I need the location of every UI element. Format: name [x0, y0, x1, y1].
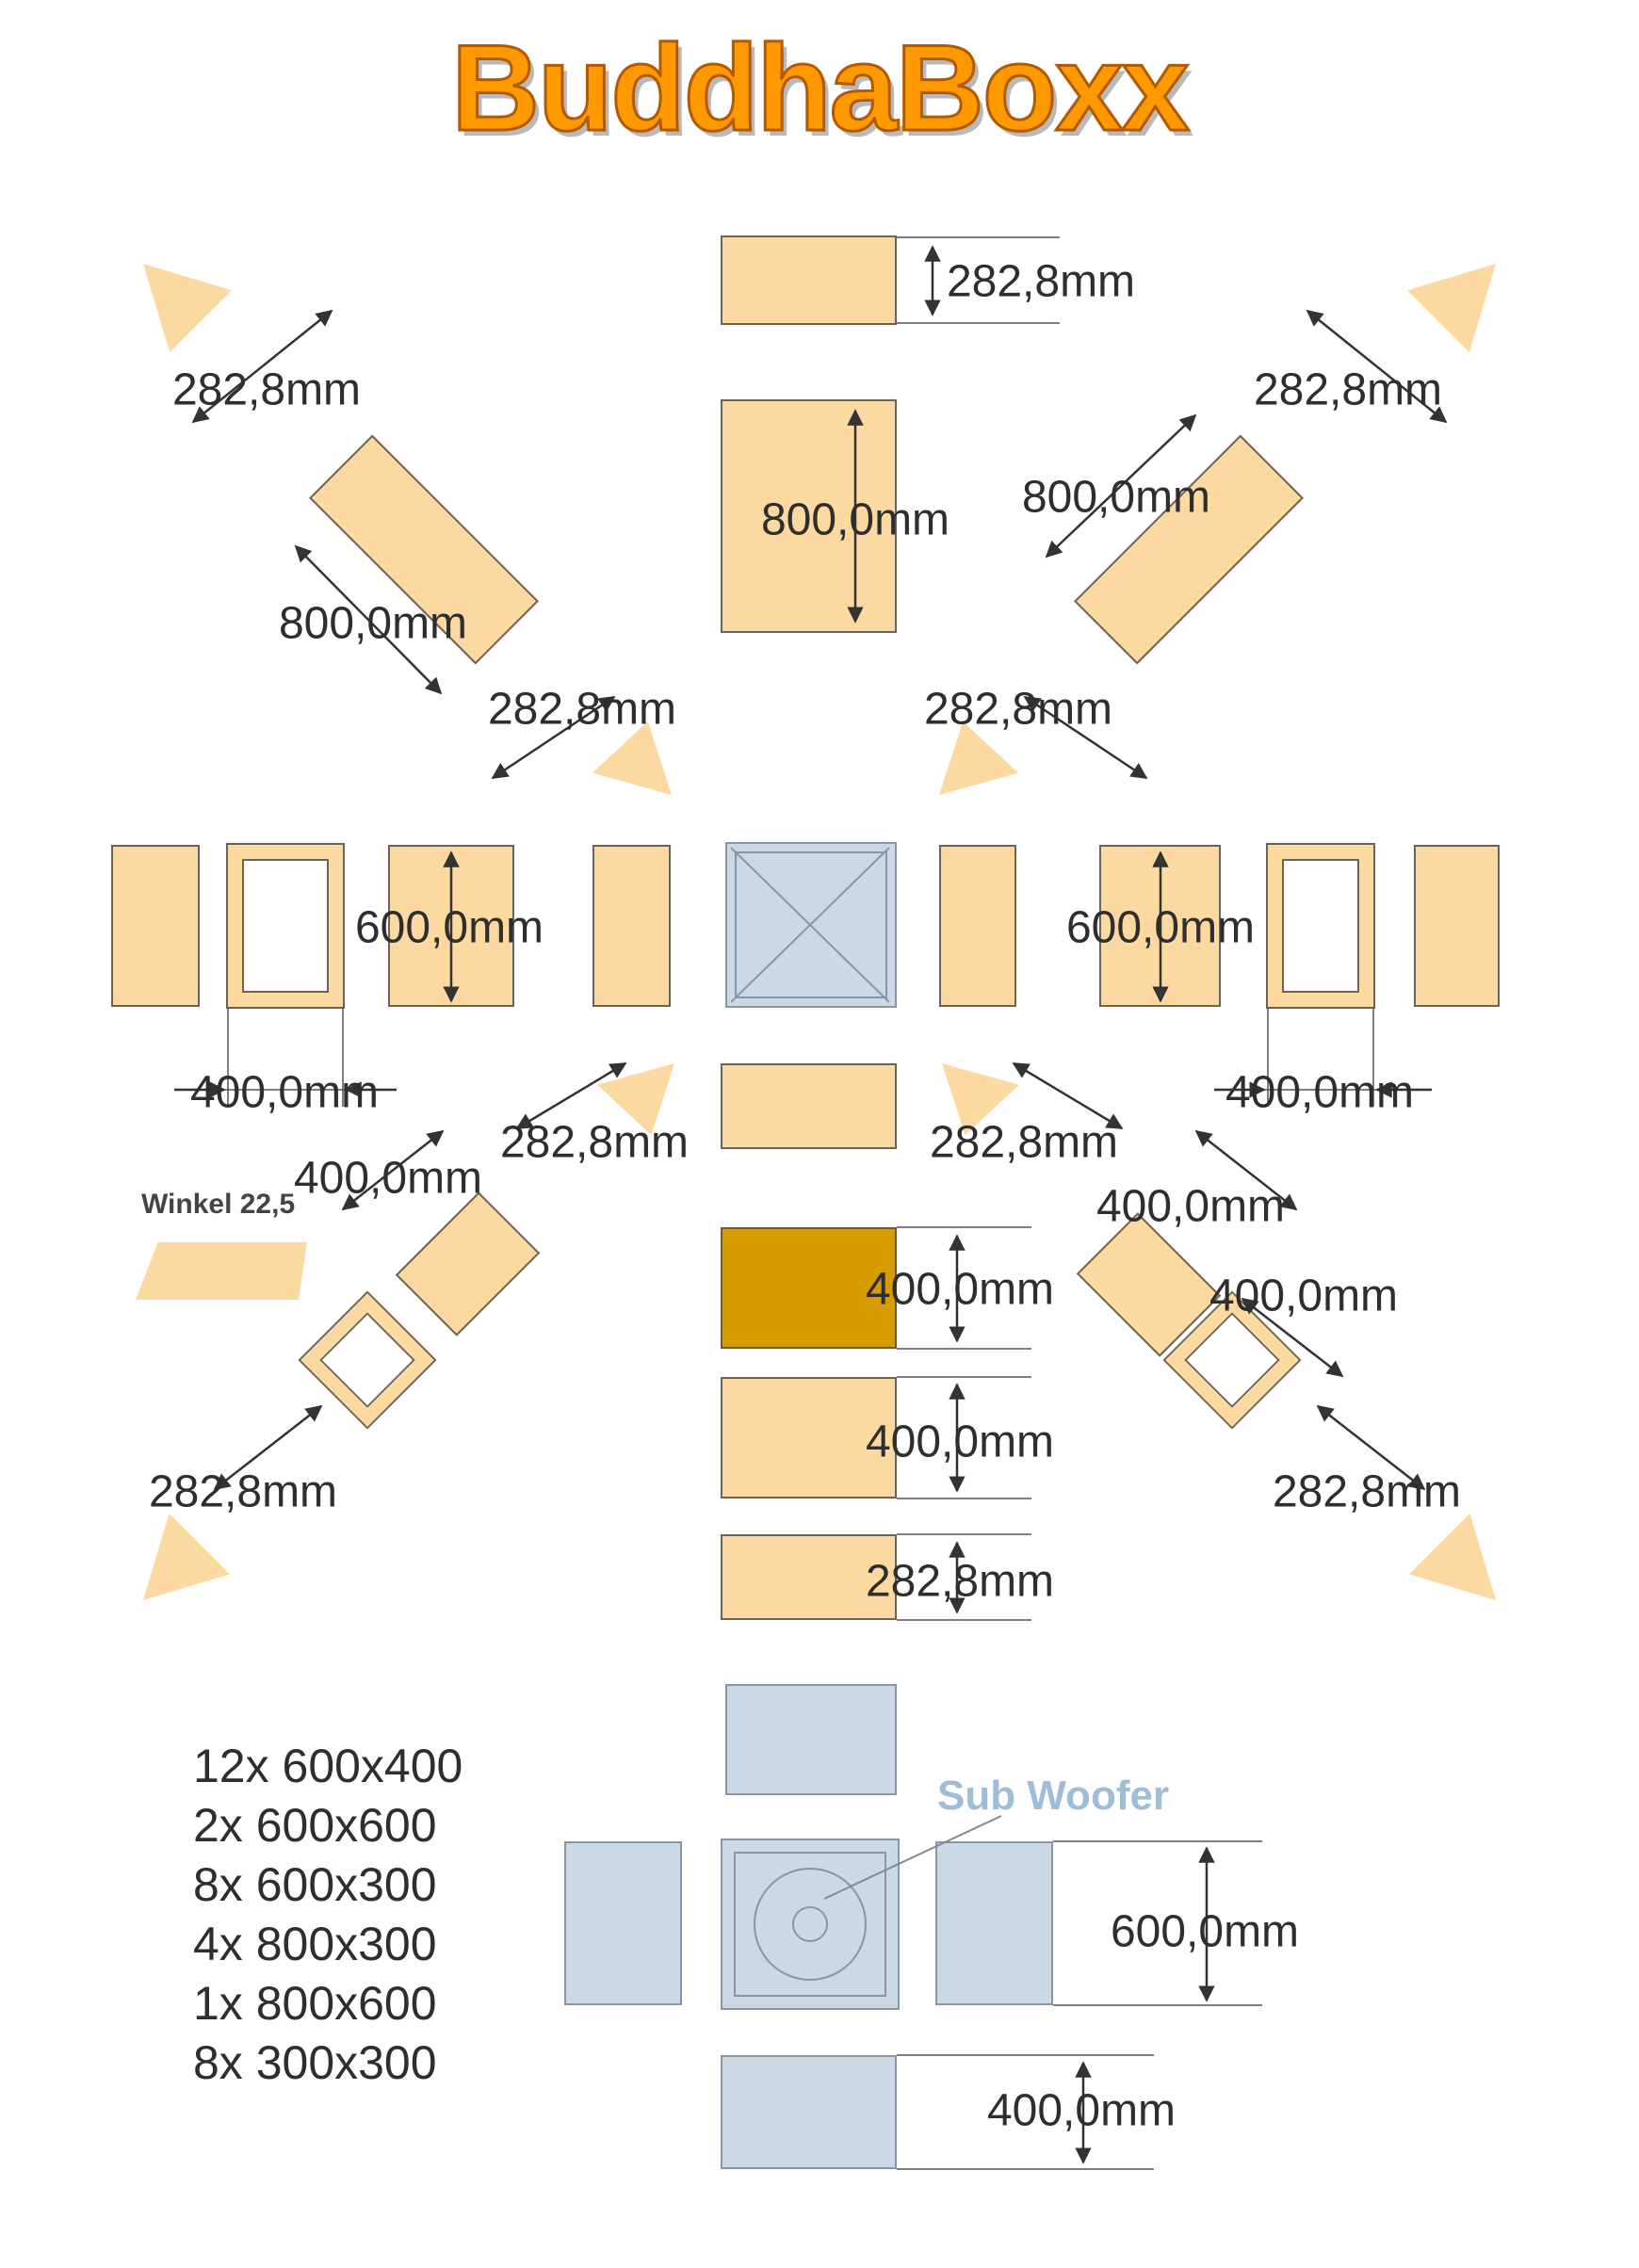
dim-label-282-top-right: 282,8mm — [1253, 364, 1443, 415]
panel-row-left-1 — [111, 845, 200, 1007]
dim-label-282-bottom-left: 282,8mm — [148, 1466, 338, 1517]
dim-label-282-upper-right-inner: 282,8mm — [923, 684, 1113, 735]
parts-list-item: 8x 300x300 — [193, 2036, 437, 2089]
corner-wedge-bottom-right — [1409, 1514, 1496, 1600]
panel-diagonal-upper-right — [1074, 434, 1304, 665]
dim-label-600-row-right: 600,0mm — [1065, 902, 1256, 953]
frame-row-right — [1268, 845, 1373, 1007]
center-square-600 — [725, 842, 897, 1008]
subwoofer-panel-left — [564, 1841, 682, 2005]
subwoofer-box — [721, 1839, 900, 2010]
dim-label-282-upper-left-inner: 282,8mm — [487, 684, 677, 735]
dim-label-600-row-left: 600,0mm — [354, 902, 544, 953]
panel-accent-400 — [721, 1227, 897, 1349]
parts-list-item: 8x 600x300 — [193, 1858, 437, 1911]
subwoofer-panel-right — [935, 1841, 1053, 2005]
parts-list-item: 12x 600x400 — [193, 1740, 463, 1792]
panel-diagonal-lower-left — [395, 1191, 541, 1336]
subwoofer-panel-top — [725, 1684, 897, 1795]
panel-center-400 — [721, 1377, 897, 1498]
parts-list: 12x 600x400 2x 600x600 8x 600x300 4x 800… — [193, 1737, 462, 2093]
subwoofer-label: Sub Woofer — [937, 1773, 1170, 1819]
panel-row-left-3 — [592, 845, 671, 1007]
subwoofer-dustcap — [792, 1906, 828, 1942]
dim-label-400-lower-right-2: 400,0mm — [1209, 1271, 1399, 1321]
dim-label-400-lower-left: 400,0mm — [293, 1153, 483, 1204]
dim-label-400-frame-left: 400,0mm — [189, 1067, 380, 1118]
dim-label-800-upper-right: 800,0mm — [1021, 472, 1211, 523]
dim-label-282-bottom-right: 282,8mm — [1272, 1466, 1462, 1517]
frame-diamond-left — [300, 1293, 434, 1427]
panel-top-vertical — [721, 399, 897, 633]
panel-mid-small — [721, 1063, 897, 1149]
subwoofer-cone — [754, 1868, 867, 1981]
parts-list-item: 1x 800x600 — [193, 1977, 437, 2030]
subwoofer-panel-bottom — [721, 2055, 897, 2169]
dim-label-282-top-left: 282,8mm — [171, 364, 362, 415]
dim-label-400-center-1: 400,0mm — [865, 1264, 1055, 1315]
dim-label-400-lower-right-1: 400,0mm — [1095, 1181, 1286, 1232]
parts-list-item: 2x 600x600 — [193, 1799, 437, 1852]
panel-row-right-1 — [1414, 845, 1500, 1007]
dim-label-282-top: 282,8mm — [946, 256, 1136, 307]
corner-wedge-bottom-left — [143, 1514, 230, 1600]
panel-top-horizontal — [721, 235, 897, 325]
dim-label-600-subwoofer: 600,0mm — [1110, 1906, 1300, 1957]
subwoofer-baffle — [734, 1852, 886, 1997]
dim-label-400-center-2: 400,0mm — [865, 1417, 1055, 1467]
corner-wedge-top-right — [1407, 264, 1496, 352]
corner-wedge-top-left — [143, 264, 232, 352]
dim-label-282-mid-left: 282,8mm — [499, 1117, 690, 1168]
winkel-label: Winkel 22,5 — [141, 1189, 296, 1220]
panel-row-right-3 — [939, 845, 1016, 1007]
page-title: BuddhaBoxx — [450, 18, 1192, 158]
dim-label-400-subwoofer: 400,0mm — [986, 2085, 1177, 2136]
frame-row-left — [228, 845, 343, 1007]
parts-list-item: 4x 800x300 — [193, 1918, 437, 1970]
panel-center-282 — [721, 1534, 897, 1620]
dim-label-800-upper-left: 800,0mm — [278, 598, 468, 649]
dim-label-400-frame-right: 400,0mm — [1225, 1067, 1415, 1118]
winkel-piece — [136, 1242, 307, 1300]
dim-label-282-mid-right: 282,8mm — [929, 1117, 1119, 1168]
dim-label-800-top-center: 800,0mm — [760, 494, 950, 545]
dim-label-282-center-3: 282,8mm — [865, 1556, 1055, 1607]
